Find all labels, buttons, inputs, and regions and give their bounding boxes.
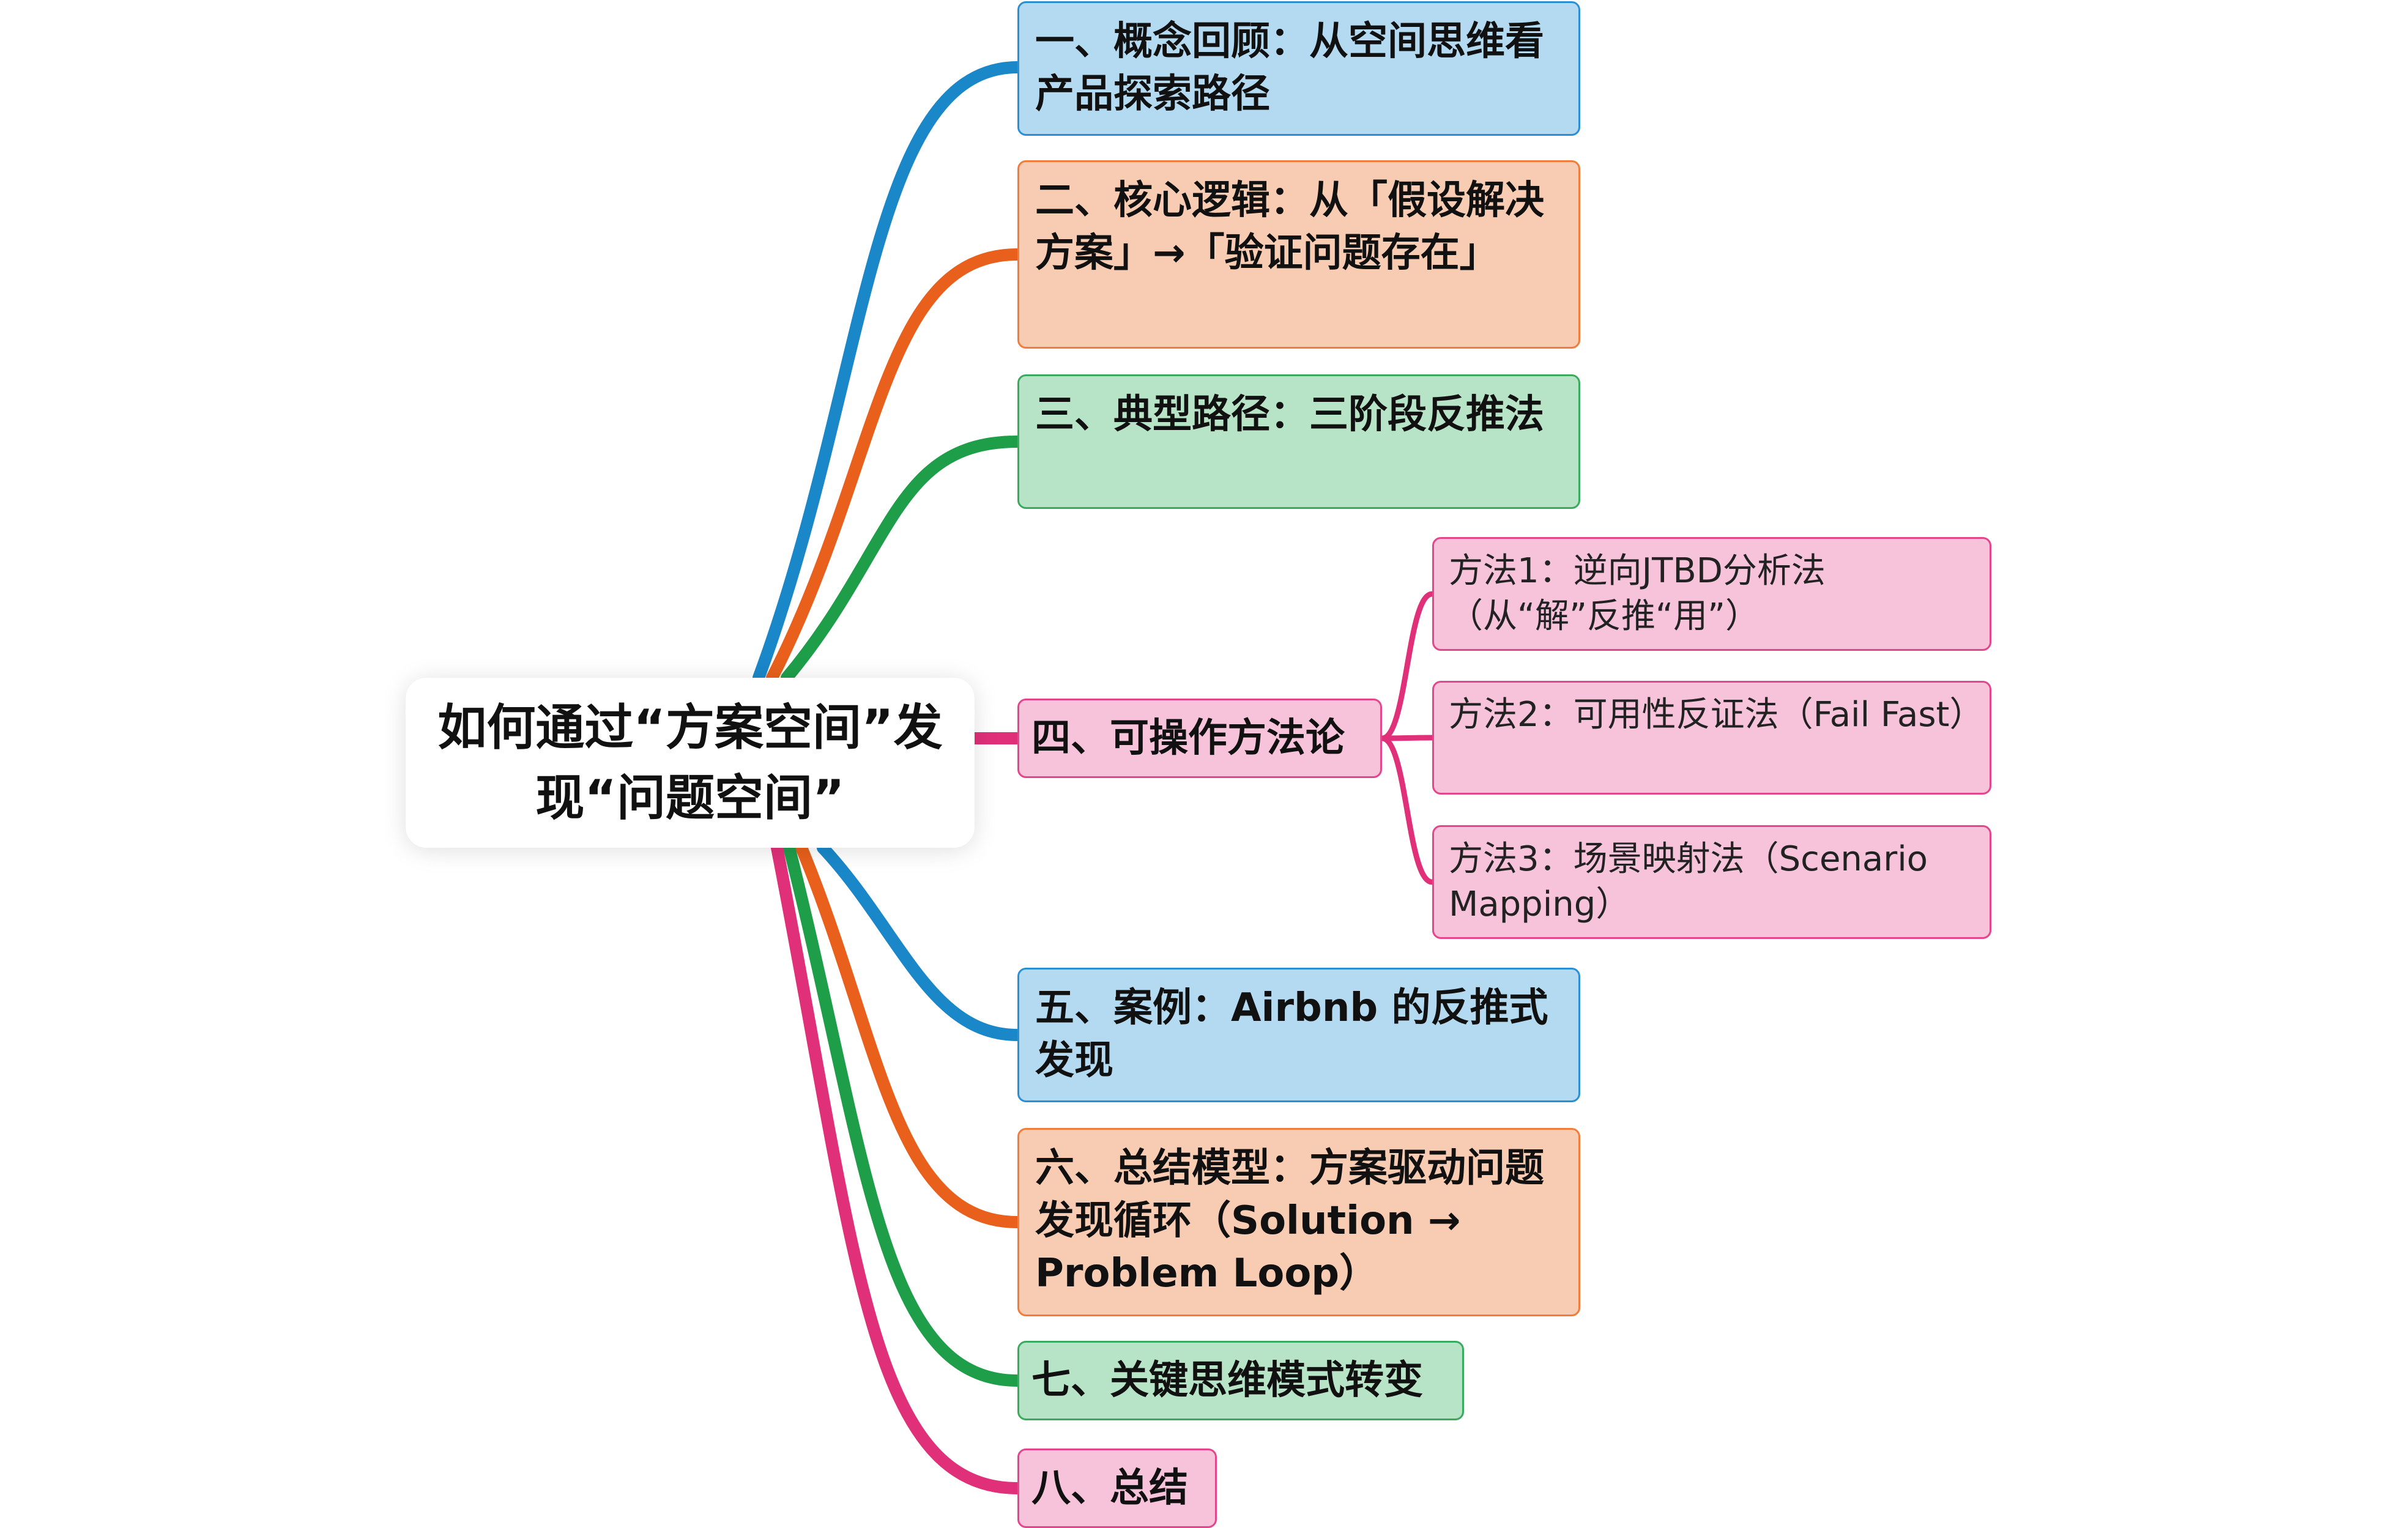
link-branch-8 — [771, 842, 1024, 1494]
branch-methodology[interactable]: 四、可操作方法论 — [1017, 699, 1382, 778]
link-branch-7 — [783, 842, 1024, 1387]
link-branch-5 — [817, 842, 1024, 1041]
link-method-1 — [1379, 591, 1435, 741]
branch-core-logic[interactable]: 二、核心逻辑：从「假设解决方案」→「验证问题存在」 — [1017, 160, 1580, 349]
branch-typical-path[interactable]: 三、典型路径：三阶段反推法 — [1017, 374, 1580, 509]
branch-summary-model[interactable]: 六、总结模型：方案驱动问题发现循环（Solution → Problem Loo… — [1017, 1128, 1580, 1316]
branch-airbnb-case[interactable]: 五、案例：Airbnb 的反推式发现 — [1017, 968, 1580, 1102]
method-fail-fast[interactable]: 方法2：可用性反证法（Fail Fast） — [1432, 681, 1991, 795]
root-topic[interactable]: 如何通过“方案空间”发现“问题空间” — [406, 678, 975, 848]
link-branch-1 — [752, 61, 1024, 684]
branch-mindset-shift[interactable]: 七、关键思维模式转变 — [1017, 1341, 1464, 1420]
method-reverse-jtbd[interactable]: 方法1：逆向JTBD分析法（从“解”反推“用”） — [1432, 537, 1991, 651]
link-method-3 — [1379, 735, 1435, 885]
method-scenario-mapping[interactable]: 方法3：场景映射法（Scenario Mapping） — [1432, 825, 1991, 939]
branch-concept-review[interactable]: 一、概念回顾：从空间思维看产品探索路径 — [1017, 1, 1580, 136]
link-branch-2 — [766, 248, 1024, 684]
branch-conclusion[interactable]: 八、总结 — [1017, 1448, 1217, 1528]
link-branch-3 — [781, 436, 1024, 684]
link-branch-6 — [795, 842, 1024, 1228]
